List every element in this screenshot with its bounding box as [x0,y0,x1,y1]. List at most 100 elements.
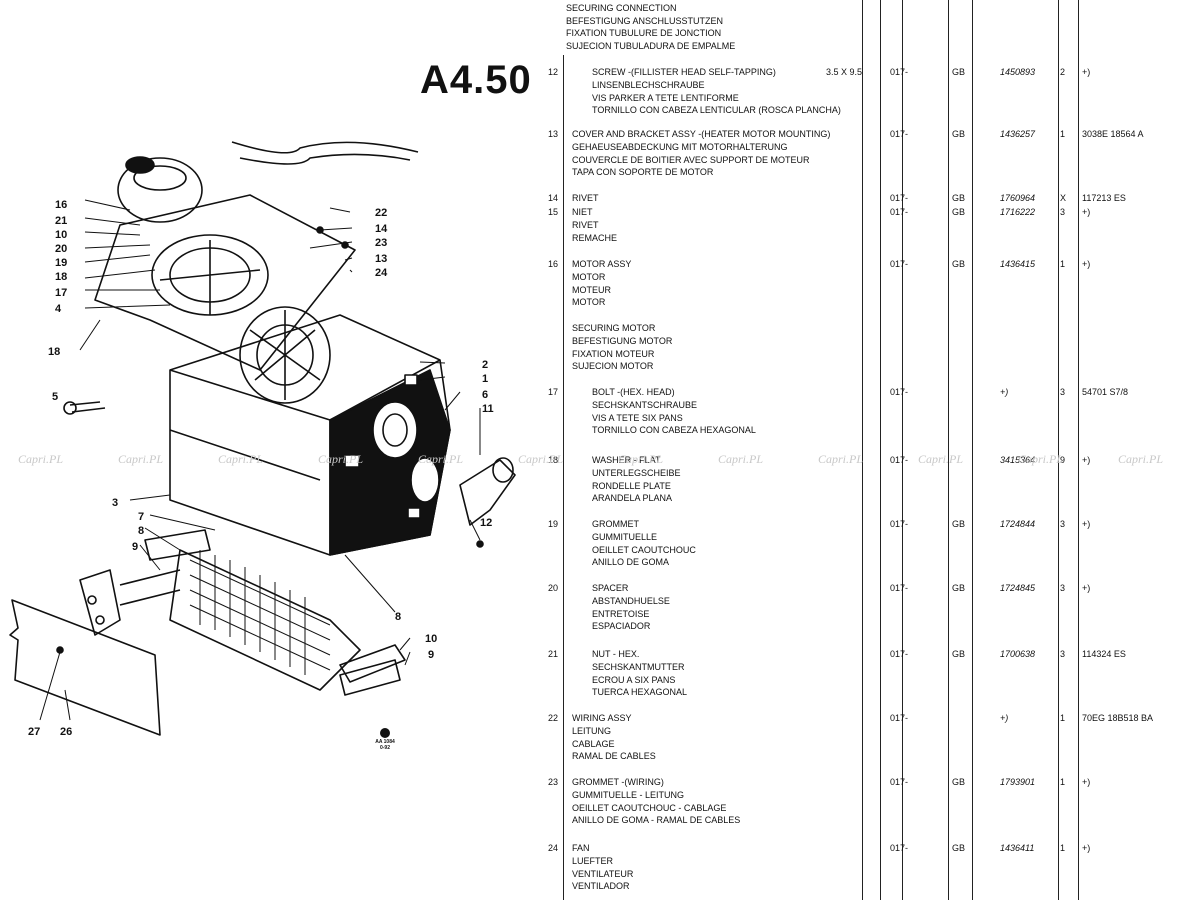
motor-body [117,157,203,223]
callout-27: 27 [28,726,40,738]
description-line: ANILLO DE GOMA - RAMAL DE CABLES [572,815,741,826]
ref-cell: 13 [548,129,559,139]
description-line: GROMMET -(WIRING) [572,777,664,787]
callout-4: 4 [55,303,62,315]
part-number-cell: 1436411 [1000,843,1035,853]
note-cell: +) [1082,259,1091,269]
note-cell: +) [1082,777,1091,787]
callout-6: 6 [482,389,488,401]
ref-cell: 24 [548,843,559,853]
size-cell: 3.5 X 9.5 [826,67,863,77]
ref-cell: 21 [548,649,559,659]
code-cell: 017- [890,713,909,723]
part-number-cell: 1436415 [1000,259,1036,269]
ref-cell: 16 [548,259,559,269]
description-line: GUMMITUELLE [592,531,658,542]
callout-18b: 18 [48,346,60,358]
column-rule [1078,0,1079,900]
description-line: ECROU A SIX PANS [592,674,676,685]
description-line: COUVERCLE DE BOITIER AVEC SUPPORT DE MOT… [572,154,810,165]
note-cell: 3038E 18564 A [1082,129,1144,139]
code-cell: 017- [890,583,909,593]
ref-cell: 20 [548,583,559,593]
description-line: SPACER [592,583,629,593]
callout-19: 19 [55,257,67,269]
callout-11: 11 [482,403,494,415]
source-cell: GB [952,649,966,659]
quantity-cell: 3 [1060,583,1066,593]
callout-18: 18 [55,271,67,283]
callout-1: 1 [482,373,488,385]
description-line: BOLT -(HEX. HEAD) [592,387,675,397]
callout-9: 9 [132,541,138,553]
description-line: RIVET [572,193,599,203]
description-line: TORNILLO CON CABEZA LENTICULAR (ROSCA PL… [592,105,841,116]
description-line: TUERCA HEXAGONAL [592,687,688,698]
description-line: MOTOR [572,271,606,282]
watermark: Capri.PL [418,452,464,466]
description-line: CABLAGE [572,738,615,749]
source-cell: GB [952,583,966,593]
description-line: NIET [572,207,593,217]
watermark: Capri.PL [518,452,564,466]
callout-10: 10 [55,229,67,241]
description-line: TORNILLO CON CABEZA HEXAGONAL [592,425,756,436]
part-number-cell: 1724845 [1000,583,1036,593]
description-line: GROMMET [592,519,639,529]
callout-2: 2 [482,359,488,371]
page-code: A4.50 [420,58,532,102]
description-line: MOTOR [572,297,606,308]
description-line: ARANDELA PLANA [592,493,673,504]
cover-bracket [94,194,356,371]
description-line: SUJECION MOTOR [572,361,654,372]
header-line: SUJECION TUBULADURA DE EMPALME [566,40,736,51]
note-cell: +) [1082,455,1091,465]
watermark: Capri.PL [118,452,164,466]
section-header: SECURING CONNECTION BEFESTIGUNG ANSCHLUS… [566,2,735,52]
callout-5: 5 [52,391,58,403]
connection-tube [459,459,516,526]
quantity-cell: 1 [1060,259,1066,269]
callout-24: 24 [375,267,388,279]
description-line: BEFESTIGUNG MOTOR [572,335,673,346]
description-line: MOTOR ASSY [572,259,632,269]
callout-26: 26 [60,726,72,738]
quantity-cell: 3 [1060,207,1066,217]
ref-cell: 23 [548,777,559,787]
source-cell: GB [952,259,966,269]
description-line: GUMMITUELLE - LEITUNG [572,789,685,800]
column-rule [880,0,881,900]
note-cell: 117213 ES [1082,193,1126,203]
part-number-cell: 3415364 [1000,455,1036,465]
description-line: SCREW -(FILLISTER HEAD SELF-TAPPING) [592,67,776,77]
code-cell: 017- [890,387,909,397]
description-line: VENTILADOR [572,881,630,892]
description-line: ENTRETOISE [592,608,650,619]
source-cell: GB [952,207,966,217]
part-number-cell: 1724844 [1000,519,1036,529]
column-rule [972,0,973,900]
gasket-plate [9,599,161,736]
code-cell: 017- [890,649,909,659]
description-cell: SCREW -(FILLISTER HEAD SELF-TAPPING)LINS… [592,66,841,117]
note-cell: +) [1082,67,1091,77]
part-number-cell: 1793901 [1000,777,1036,787]
description-line: NUT - HEX. [592,649,640,659]
note-cell: +) [1082,519,1091,529]
quantity-cell: 2 [1060,67,1066,77]
description-line: VIS A TETE SIX PANS [592,412,683,423]
callout-12: 12 [480,517,492,529]
note-cell: +) [1082,843,1091,853]
description-line: SECURING MOTOR [572,323,656,333]
callout-14: 14 [375,223,388,235]
callout-7: 7 [138,511,144,523]
callout-21: 21 [55,215,67,227]
source-cell: GB [952,777,966,787]
description-line: ESPACIADOR [592,621,651,632]
